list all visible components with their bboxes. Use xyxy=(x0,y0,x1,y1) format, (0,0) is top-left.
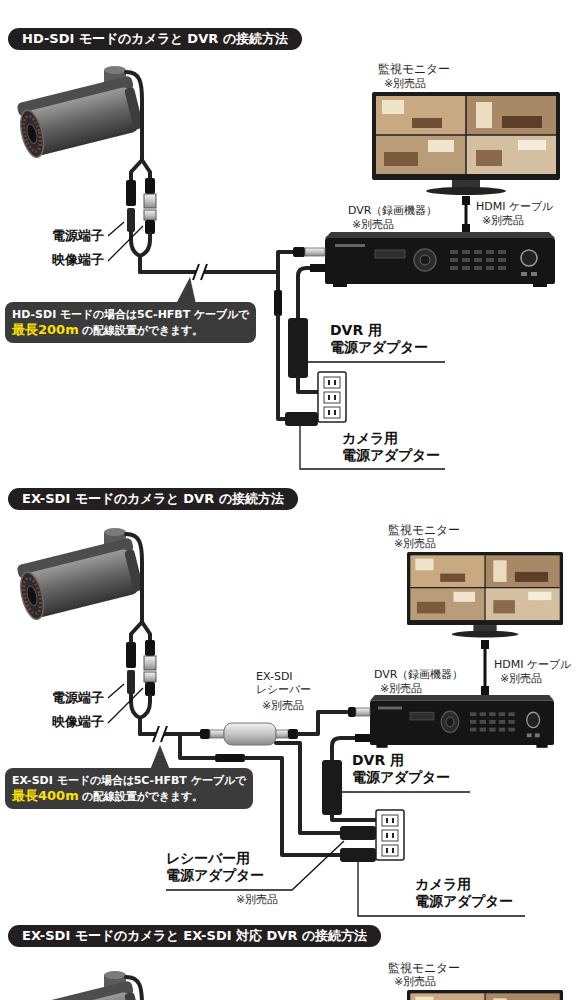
power-strip xyxy=(318,372,346,422)
sold-separately-note: ※別売品 xyxy=(394,975,436,988)
cable-label: HDMI ケーブル xyxy=(476,200,553,213)
sold-separately-note: ※別売品 xyxy=(500,672,542,685)
power-strip xyxy=(376,810,404,860)
dvr-label: DVR（録画機器） xyxy=(348,204,437,217)
adapter-label: カメラ用 電源アダプター xyxy=(342,430,454,464)
adapter-label: DVR 用 電源アダプター xyxy=(330,322,442,356)
receiver-label: EX-SDI レシーバー xyxy=(256,670,318,696)
dvr-label: DVR（録画機器） xyxy=(374,668,463,681)
section-header-band: EX-SDI モードのカメラと DVR の接続方法 xyxy=(8,488,298,510)
adapter-label: DVR 用 電源アダプター xyxy=(352,752,464,786)
dvr-illustration xyxy=(325,232,555,287)
ex-sdi-section-art xyxy=(14,528,563,916)
hd-sdi-section-art xyxy=(14,66,560,469)
header-text: EX-SDI モードのカメラと EX-SDI 対応 DVR の接続方法 xyxy=(22,928,367,943)
terminal-label: 映像端子 xyxy=(52,252,104,268)
terminal-label: 電源端子 xyxy=(52,690,104,706)
sold-separately-note: ※別売品 xyxy=(236,893,278,906)
adapter-label: レシーバー用 電源アダプター xyxy=(166,850,278,884)
monitor-illustration xyxy=(372,92,560,195)
callout-text: 最長200m xyxy=(12,322,79,337)
callout-text: 最長400m xyxy=(12,788,79,803)
monitor-label: 監視モニター xyxy=(388,961,460,975)
monitor-label: 監視モニター xyxy=(388,523,460,537)
sold-separately-note: ※別売品 xyxy=(380,682,422,695)
callout-box: HD-SDI モードの場合は5C-HFBT ケーブルで最長200mの配線設置がで… xyxy=(5,302,256,343)
callout-text: HD-SDI モードの場合は5C-HFBT ケーブルで xyxy=(12,307,249,322)
sold-separately-note: ※別売品 xyxy=(394,537,436,550)
monitor-illustration xyxy=(407,990,563,1000)
cable-label: HDMI ケーブル xyxy=(494,658,571,671)
sold-separately-note: ※別売品 xyxy=(262,699,304,712)
adapter-label: カメラ用 電源アダプター xyxy=(415,876,527,910)
callout-text: EX-SDI モードの場合は5C-HFBT ケーブルで xyxy=(12,773,246,788)
section-header-band: HD-SDI モードのカメラと DVR の接続方法 xyxy=(8,28,302,50)
section-header-band: EX-SDI モードのカメラと EX-SDI 対応 DVR の接続方法 xyxy=(8,925,381,947)
header-text: EX-SDI モードのカメラと DVR の接続方法 xyxy=(22,491,284,506)
sold-separately-note: ※別売品 xyxy=(384,77,426,90)
camera-illustration xyxy=(14,528,156,734)
callout-box: EX-SDI モードの場合は5C-HFBT ケーブルで最長400mの配線設置がで… xyxy=(5,768,253,809)
camera-illustration xyxy=(14,971,156,1000)
terminal-label: 電源端子 xyxy=(52,228,104,244)
sold-separately-note: ※別売品 xyxy=(352,218,394,231)
header-text: HD-SDI モードのカメラと DVR の接続方法 xyxy=(22,31,288,46)
dvr-illustration xyxy=(370,695,554,748)
terminal-label: 映像端子 xyxy=(52,714,104,730)
monitor-illustration xyxy=(407,552,563,637)
ex-sdi-dvr-section-art xyxy=(14,971,563,1000)
monitor-label: 監視モニター xyxy=(378,62,450,76)
callout-text: の配線設置ができます。 xyxy=(82,324,203,337)
callout-text: の配線設置ができます。 xyxy=(82,790,203,803)
camera-illustration xyxy=(14,66,156,272)
sold-separately-note: ※別売品 xyxy=(482,214,524,227)
